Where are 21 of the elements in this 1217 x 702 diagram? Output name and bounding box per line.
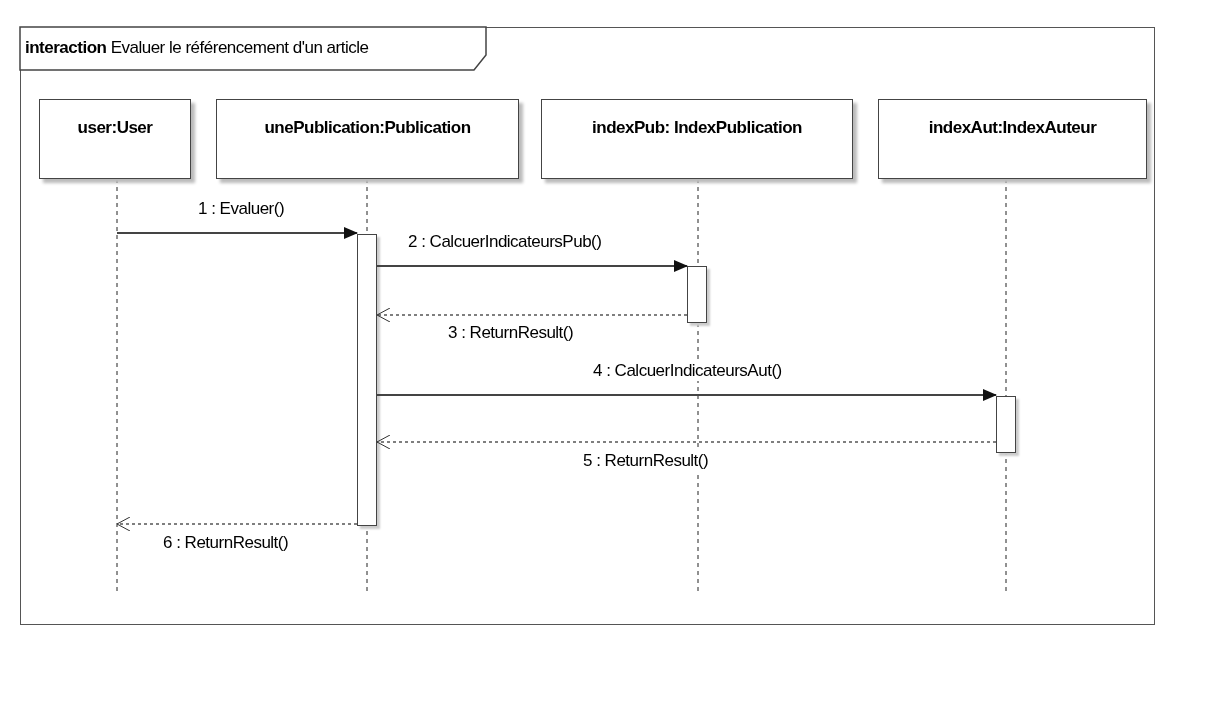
message-arrow <box>376 389 997 401</box>
frame-title: interaction Evaluer le référencement d'un article <box>24 38 370 58</box>
activation-bar <box>996 396 1016 453</box>
return-arrow <box>116 516 358 532</box>
message-label: 5 : ReturnResult() <box>581 451 711 471</box>
lifeline-box: user:User <box>39 99 191 179</box>
lifeline-box: indexAut:IndexAuteur <box>878 99 1147 179</box>
message-arrow <box>116 227 358 239</box>
frame-border <box>20 27 1155 625</box>
lifeline-box: unePublication:Publication <box>216 99 519 179</box>
activation-bar <box>357 234 377 526</box>
activation-bar <box>687 266 707 323</box>
message-label: 6 : ReturnResult() <box>161 533 291 553</box>
message-label: 1 : Evaluer() <box>196 199 287 219</box>
message-arrow <box>376 260 688 272</box>
return-arrow <box>376 434 997 450</box>
message-label: 2 : CalcuerIndicateursPub() <box>406 232 604 252</box>
message-label: 4 : CalcuerIndicateursAut() <box>591 361 784 381</box>
message-label: 3 : ReturnResult() <box>446 323 576 343</box>
return-arrow <box>376 307 688 323</box>
lifeline-box: indexPub: IndexPublication <box>541 99 853 179</box>
